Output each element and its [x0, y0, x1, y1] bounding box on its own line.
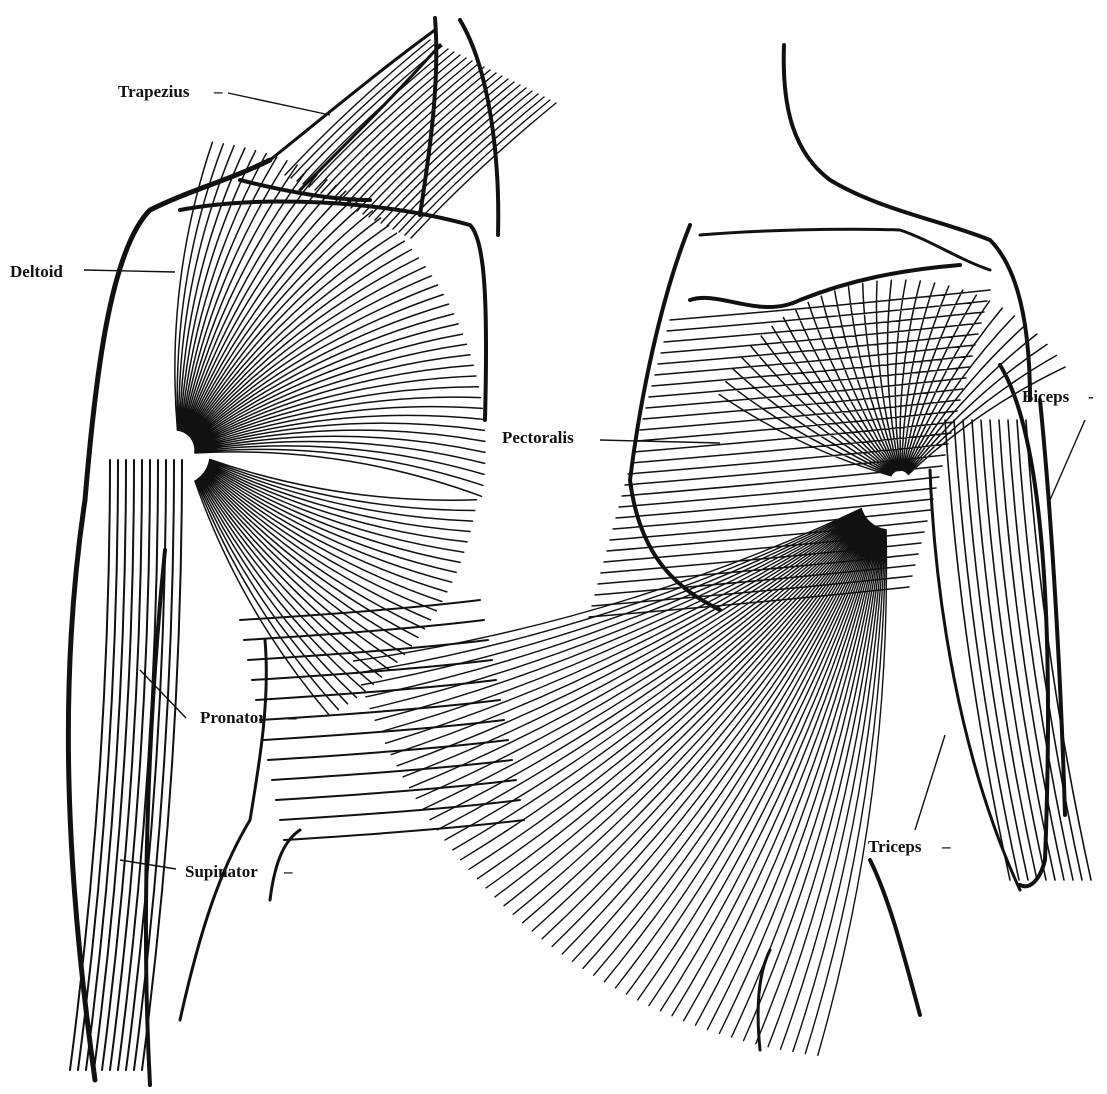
triceps-label: Triceps [868, 837, 922, 856]
deltoid-label: Deltoid [10, 262, 63, 281]
biceps-fibers [945, 420, 1091, 880]
rib-fibers [240, 600, 524, 840]
trapezius-muscle [270, 18, 556, 238]
biceps-label: Biceps [1022, 387, 1070, 406]
trapezius-leader [228, 93, 330, 115]
ribcage-lines [240, 600, 524, 840]
biceps-leader [1050, 420, 1085, 500]
trapezius-dash: – [213, 82, 223, 101]
latissimus-fibers [354, 509, 887, 1056]
pectoralis-leader [600, 440, 720, 443]
trapezius-label: Trapezius [118, 82, 190, 101]
forearm-fibers [70, 460, 182, 1070]
forearm-muscles [70, 460, 182, 1070]
pronator-label: Pronator [200, 708, 266, 727]
biceps-dash: - [1088, 387, 1094, 406]
deltoid-leader [84, 270, 175, 272]
pectoralis-label: Pectoralis [502, 428, 574, 447]
pronator-leader [140, 670, 186, 718]
triceps-dash: – [941, 837, 951, 856]
triceps-leader [915, 735, 945, 830]
supinator-label: Supinator [185, 862, 258, 881]
right-figure: Pectoralis Biceps - Triceps – [354, 45, 1094, 1055]
deltoid-fibers [175, 142, 485, 715]
left-body-outline [68, 160, 370, 1085]
supinator-dash: – [283, 862, 293, 881]
deltoid-muscle [175, 142, 486, 715]
pronator-dash: – [287, 708, 297, 727]
left-figure: Trapezius – Deltoid Pronator – Supinator… [10, 18, 556, 1085]
latissimus-muscle [354, 509, 887, 1056]
